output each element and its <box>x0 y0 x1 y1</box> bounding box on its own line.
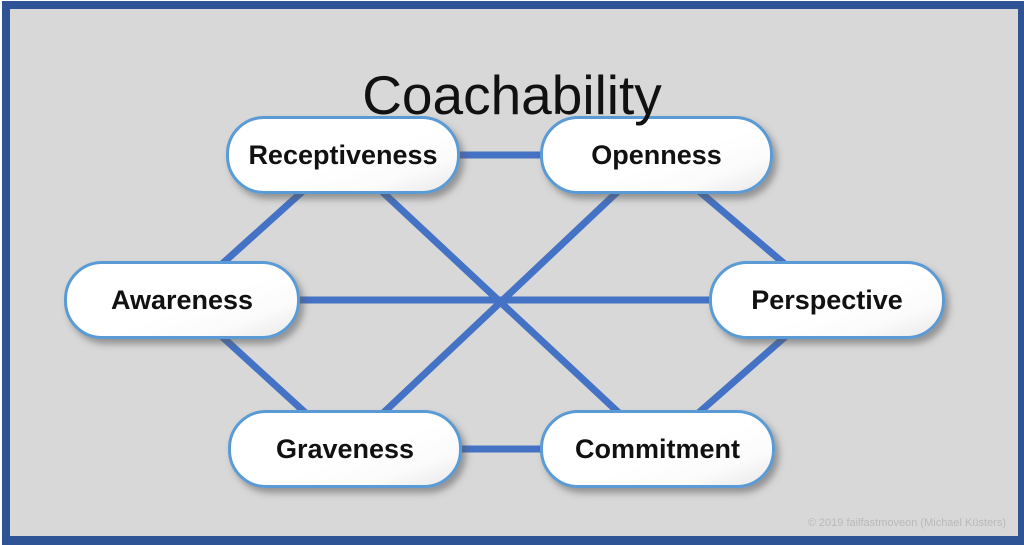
node-perspective-label: Perspective <box>751 284 903 315</box>
page-title: Coachability <box>362 63 662 126</box>
node-openness: Openness <box>540 116 773 194</box>
node-commitment: Commitment <box>540 410 775 488</box>
node-receptiveness: Receptiveness <box>226 116 460 194</box>
node-openness-label: Openness <box>591 139 722 170</box>
copyright-text: © 2019 failfastmoveon (Michael Küsters) <box>807 517 1006 529</box>
node-graveness: Graveness <box>228 410 462 488</box>
node-awareness-label: Awareness <box>110 284 254 315</box>
node-commitment-label: Commitment <box>574 433 740 464</box>
node-awareness: Awareness <box>64 261 300 339</box>
node-receptiveness-label: Receptiveness <box>248 139 438 170</box>
node-graveness-label: Graveness <box>275 433 415 464</box>
node-perspective: Perspective <box>709 261 945 339</box>
